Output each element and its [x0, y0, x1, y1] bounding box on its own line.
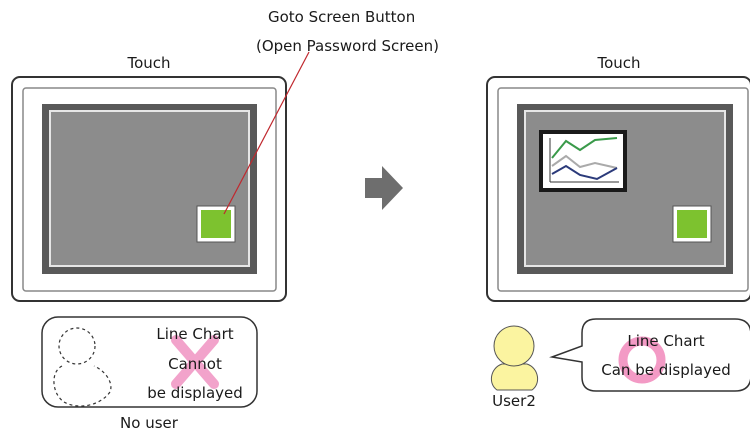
no-user-outline-icon [53, 327, 112, 407]
arrow-right-icon [365, 166, 403, 210]
no-user-label: No user [120, 414, 178, 432]
callout-label-line1: Goto Screen Button [268, 8, 416, 26]
right-panel-title: Touch [597, 54, 641, 72]
left-touch-panel [11, 76, 287, 302]
callout-leader-line [223, 51, 310, 215]
circle-mark-icon [618, 336, 666, 384]
left-panel-title: Touch [127, 54, 171, 72]
left-bubble-line3: be displayed [147, 384, 243, 402]
goto-screen-button-left[interactable] [196, 205, 236, 243]
right-bubble-line1: Line Chart [627, 332, 705, 350]
line-chart-icon [539, 130, 627, 192]
right-bubble-line2: Can be displayed [601, 361, 731, 379]
left-bubble-line1: Line Chart [156, 325, 234, 343]
left-bubble-line2: Cannot [168, 355, 222, 373]
callout-label-line2: (Open Password Screen) [256, 37, 439, 55]
user2-label: User2 [492, 392, 536, 410]
goto-screen-button-right[interactable] [672, 205, 712, 243]
cross-mark-icon [171, 335, 219, 389]
left-speech-bubble [41, 316, 258, 408]
user-icon [490, 325, 539, 391]
